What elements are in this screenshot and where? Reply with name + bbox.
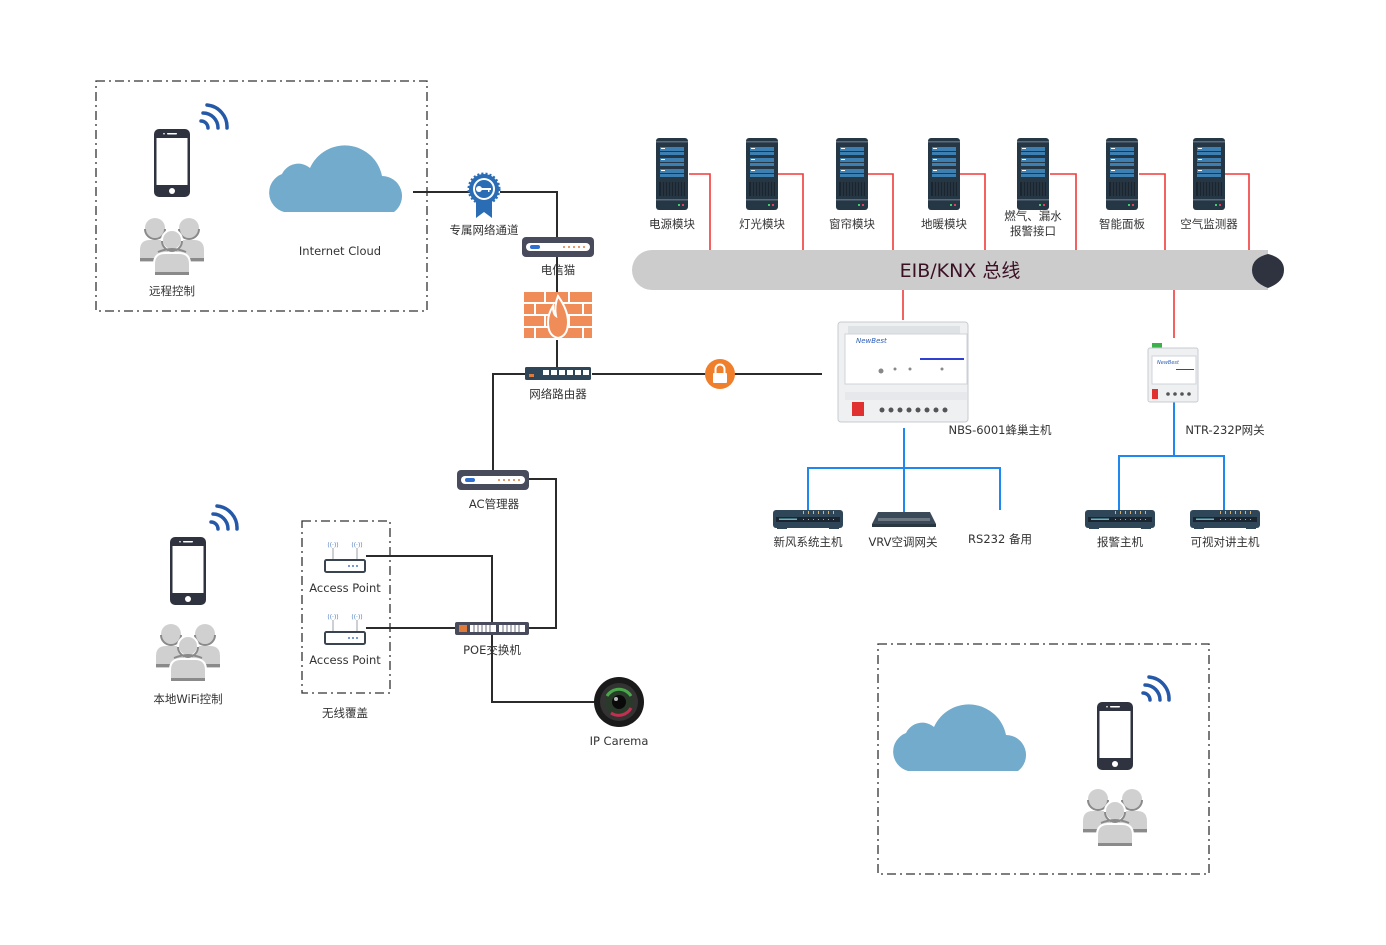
rs232-gateway-branch (1118, 455, 1225, 512)
internet-cloud-label: Internet Cloud (299, 244, 381, 258)
wifi-icon (209, 504, 239, 531)
modem-device[interactable] (522, 237, 594, 257)
wireless-coverage-label: 无线覆盖 (322, 706, 368, 720)
local-wifi-label: 本地WiFi控制 (153, 692, 222, 706)
alarm-host-device[interactable] (1085, 510, 1155, 529)
knx-link-5 (1139, 173, 1166, 250)
vpn-badge[interactable] (467, 172, 501, 218)
link-vpn-modem (500, 191, 558, 238)
access-point-1[interactable] (324, 541, 366, 573)
link-router-ac (492, 373, 525, 470)
ac-controller-label: AC管理器 (469, 497, 520, 511)
host-label: NBS-6001蜂巢主机 (948, 423, 1052, 437)
wireless-coverage-boundary (301, 520, 391, 694)
rs232-links (807, 402, 1225, 512)
poe-switch-label: POE交换机 (463, 643, 521, 657)
router-device[interactable] (525, 367, 591, 380)
remote-control-boundary (95, 80, 428, 312)
module-label: 空气监测器 (1180, 217, 1238, 231)
knx-link-4 (1050, 173, 1077, 250)
access-point-2[interactable] (324, 613, 366, 645)
module-floor-heating[interactable]: 地暖模块 (921, 137, 967, 231)
access-point-label: Access Point (309, 653, 381, 667)
remote-control-label: 远程控制 (149, 284, 195, 298)
link-ap1-poe (366, 555, 493, 622)
knx-link-0 (689, 173, 711, 250)
remote-phone[interactable] (154, 129, 190, 197)
video-intercom-host-device[interactable] (1190, 510, 1260, 529)
ntr-232p-gateway-device[interactable]: NewBest (1147, 343, 1199, 403)
nbs-6001-host-device[interactable]: NewBest (837, 321, 969, 423)
knx-links (689, 173, 1250, 338)
bus-end-cap (1252, 254, 1284, 288)
module-curtain[interactable]: 窗帘模块 (829, 137, 875, 231)
flame-icon (546, 293, 570, 340)
module-label: 地暖模块 (921, 217, 967, 231)
people-icon (139, 217, 205, 277)
module-smart-panel[interactable]: 智能面板 (1099, 137, 1145, 231)
link-ac-poe (528, 478, 557, 629)
people-icon (155, 623, 221, 683)
access-point-label: Access Point (309, 581, 381, 595)
key-icon (476, 186, 482, 192)
bus-label: EIB/KNX 总线 (900, 260, 1021, 282)
module-label: 电源模块 (649, 217, 695, 231)
host-child-label: 新风系统主机 (774, 535, 843, 549)
brand-label: NewBest (1157, 360, 1180, 366)
knx-link-2 (868, 173, 894, 250)
rs232-spare-label: RS232 备用 (968, 532, 1032, 546)
ac-controller-device[interactable] (457, 470, 529, 490)
knx-link-1 (778, 173, 804, 250)
wifi-icon (1141, 675, 1171, 702)
module-gas-leak-alarm[interactable]: 燃气、漏水 报警接口 (1004, 137, 1062, 238)
firewall-icon[interactable] (524, 292, 592, 340)
ip-camera-device[interactable] (594, 677, 644, 727)
brand-label: NewBest (856, 337, 887, 345)
module-label: 窗帘模块 (829, 217, 875, 231)
gateway-child-label: 报警主机 (1097, 535, 1143, 549)
host-child-label: VRV空调网关 (868, 535, 938, 549)
router-label: 网络路由器 (529, 387, 587, 401)
module-lighting[interactable]: 灯光模块 (739, 137, 785, 231)
gateway-child-label: 可视对讲主机 (1191, 535, 1260, 549)
fresh-air-host-device[interactable] (773, 510, 843, 529)
link-poe-camera (491, 634, 596, 703)
module-label: 燃气、漏水 (1004, 209, 1062, 223)
cloud-icon (893, 704, 1026, 771)
cloud-user-boundary (877, 643, 1210, 875)
modem-label: 电信猫 (541, 263, 576, 277)
vrv-gateway-device[interactable] (872, 512, 936, 527)
module-label: 智能面板 (1099, 217, 1145, 231)
poe-switch-device[interactable] (455, 622, 529, 635)
module-power[interactable]: 电源模块 (649, 137, 695, 231)
lock-icon (705, 359, 735, 389)
knx-bus: EIB/KNX 总线 (632, 250, 1284, 290)
internet-cloud-icon (269, 145, 402, 213)
people-icon (1082, 788, 1148, 848)
knx-link-6 (1225, 173, 1250, 250)
wifi-icon (199, 103, 229, 130)
local-phone[interactable] (170, 537, 206, 605)
cloud-user-phone[interactable] (1097, 702, 1133, 770)
vpn-label: 专属网络通道 (450, 223, 519, 237)
ip-camera-label: IP Carema (590, 734, 649, 748)
knx-link-3 (960, 173, 986, 250)
module-air-monitor[interactable]: 空气监测器 (1180, 137, 1238, 231)
rs232-host-branch (807, 467, 1001, 512)
module-label: 灯光模块 (739, 217, 785, 231)
ribbon-icon (476, 200, 492, 218)
gateway-label: NTR-232P网关 (1185, 423, 1265, 437)
module-label-line2: 报警接口 (1010, 224, 1056, 238)
